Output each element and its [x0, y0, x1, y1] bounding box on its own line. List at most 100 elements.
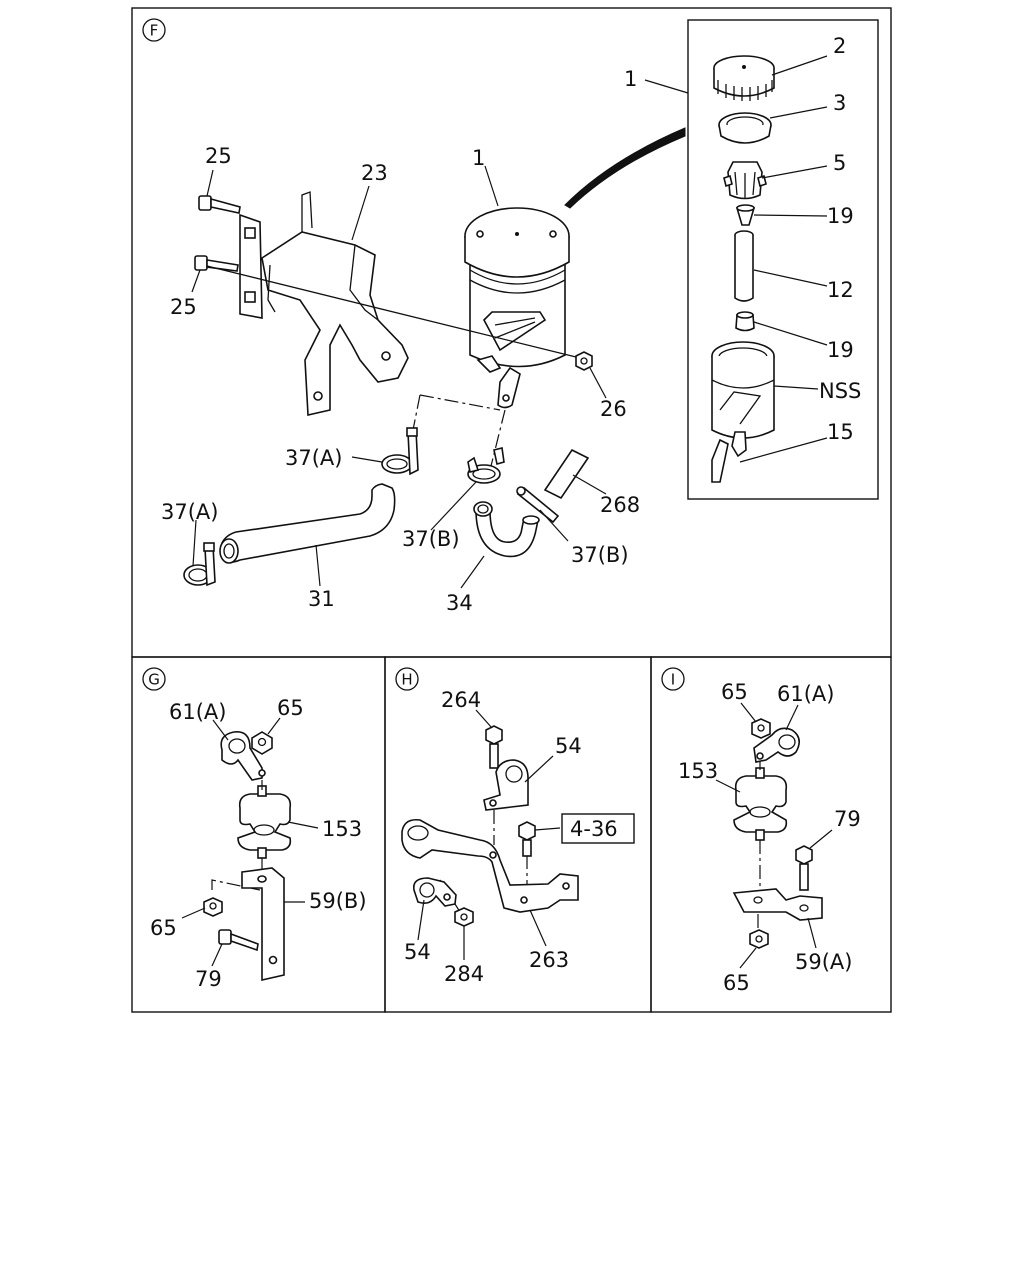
callout-nut-26: 26 [600, 397, 627, 421]
section-marker-f: F [142, 18, 166, 42]
bolt-4-36-h [518, 821, 536, 857]
callout-g-nut-65-top: 65 [277, 696, 304, 720]
nut-284-h [454, 907, 474, 927]
callout-h-bracket-263: 263 [529, 948, 569, 972]
inset-drawing [711, 55, 775, 483]
bracket-15 [711, 438, 729, 483]
bolt-line [206, 265, 581, 359]
callout-bolt-25-top: 25 [205, 144, 232, 168]
g-dash-3 [211, 879, 261, 891]
callout-grommet-19-top: 19 [827, 204, 854, 228]
section-marker-i: I [661, 667, 685, 691]
ref-4-36-box [561, 813, 635, 844]
panel-i-frame [650, 656, 892, 1013]
callout-clip-37b-center: 37(B) [402, 527, 460, 551]
nut-65-g-top [251, 731, 273, 755]
clip-37a-lower [183, 542, 216, 587]
callout-hose-34: 34 [446, 591, 473, 615]
callout-i-nut-65-bottom: 65 [723, 971, 750, 995]
clip-54-top-h [483, 759, 529, 811]
section-h-label: H [401, 671, 412, 689]
callout-h-clip-54-top: 54 [555, 734, 582, 758]
callout-i-mount-153: 153 [678, 759, 718, 783]
callout-g-nut-65-bottom: 65 [150, 916, 177, 940]
callout-reservoir-1: 1 [472, 146, 485, 170]
callout-seal-3: 3 [833, 91, 846, 115]
strainer-5 [723, 161, 767, 200]
section-marker-h: H [395, 667, 419, 691]
callout-g-bolt-79: 79 [195, 967, 222, 991]
callout-h-bolt-264: 264 [441, 688, 481, 712]
callout-i-bolt-79: 79 [834, 807, 861, 831]
grommet-19-top [735, 204, 756, 226]
callout-g-bracket-59b: 59(B) [309, 889, 367, 913]
callout-clip-37b-right: 37(B) [571, 543, 629, 567]
hose-34 [473, 501, 540, 558]
callout-sleeve-268: 268 [600, 493, 640, 517]
assembly-dash-3 [489, 409, 506, 471]
clip-37b-center [467, 447, 505, 484]
callout-h-nut-284: 284 [444, 962, 484, 986]
nut-26 [575, 351, 593, 371]
section-g-label: G [148, 671, 160, 689]
section-markers: F G H I [142, 18, 685, 691]
callout-bolt-25-bottom: 25 [170, 295, 197, 319]
callout-clip-37a-lower: 37(A) [161, 500, 218, 524]
bolt-25-upper [198, 195, 241, 214]
callout-clip-37a-upper: 37(A) [285, 446, 342, 470]
bracket-23 [239, 191, 409, 416]
panel-f-drawing [183, 127, 686, 587]
callout-strainer-5: 5 [833, 151, 846, 175]
assembly-dash-1 [419, 394, 501, 411]
section-f-label: F [150, 22, 159, 40]
bolt-25-lower [194, 255, 239, 272]
callout-i-nut-65-top: 65 [721, 680, 748, 704]
leader-lines [181, 55, 833, 969]
callout-labels: 1 1 2 3 5 19 12 19 NSS 15 25 25 23 26 37… [150, 34, 861, 995]
bracket-263-h [401, 818, 579, 913]
hose-31 [219, 483, 396, 564]
panel-g-drawing [203, 731, 292, 982]
bracket-59a-i [732, 888, 823, 921]
mount-153-g [237, 785, 292, 859]
callout-g-mount-153: 153 [322, 817, 362, 841]
callout-grommet-19-bottom: 19 [827, 338, 854, 362]
assembly-dash-2 [409, 394, 421, 446]
section-i-label: I [671, 671, 675, 689]
mount-153-i [733, 767, 788, 841]
callout-h-ref-4-36: 4-36 [570, 817, 618, 841]
callout-i-clip-61a: 61(A) [777, 682, 834, 706]
callout-cap-2: 2 [833, 34, 846, 58]
panel-i-drawing [732, 718, 823, 949]
callout-i-bracket-59a: 59(A) [795, 950, 852, 974]
nut-65-i-top [751, 718, 771, 739]
nut-65-g-bottom [203, 897, 223, 917]
sleeve-268 [543, 448, 590, 500]
seal-3 [718, 112, 772, 144]
grommet-19-bottom [735, 311, 755, 332]
pipe-12 [734, 230, 754, 302]
clip-37b-right [516, 486, 560, 524]
clip-61a-i [753, 727, 800, 763]
clip-54-bottom-h [412, 877, 457, 907]
callout-bracket-15: 15 [827, 420, 854, 444]
diagram-frames [131, 7, 892, 1013]
callout-h-clip-54-bottom: 54 [404, 940, 431, 964]
callout-pipe-12: 12 [827, 278, 854, 302]
nut-65-i-bottom [749, 929, 769, 949]
callout-g-clip-61a: 61(A) [169, 700, 226, 724]
bolt-79-i [795, 845, 813, 891]
inset-exploded-frame [687, 19, 879, 500]
callout-bracket-23: 23 [361, 161, 388, 185]
bolt-79-g [218, 929, 259, 952]
inset-pointer [564, 127, 686, 209]
callout-inset-1: 1 [624, 67, 637, 91]
reservoir-body [464, 207, 570, 409]
clip-37a-upper [381, 427, 419, 476]
panel-h-drawing [401, 725, 579, 927]
bracket-59b-g [241, 867, 285, 982]
section-marker-g: G [142, 667, 166, 691]
cap-2 [713, 55, 775, 101]
bolt-264-h [485, 725, 503, 769]
